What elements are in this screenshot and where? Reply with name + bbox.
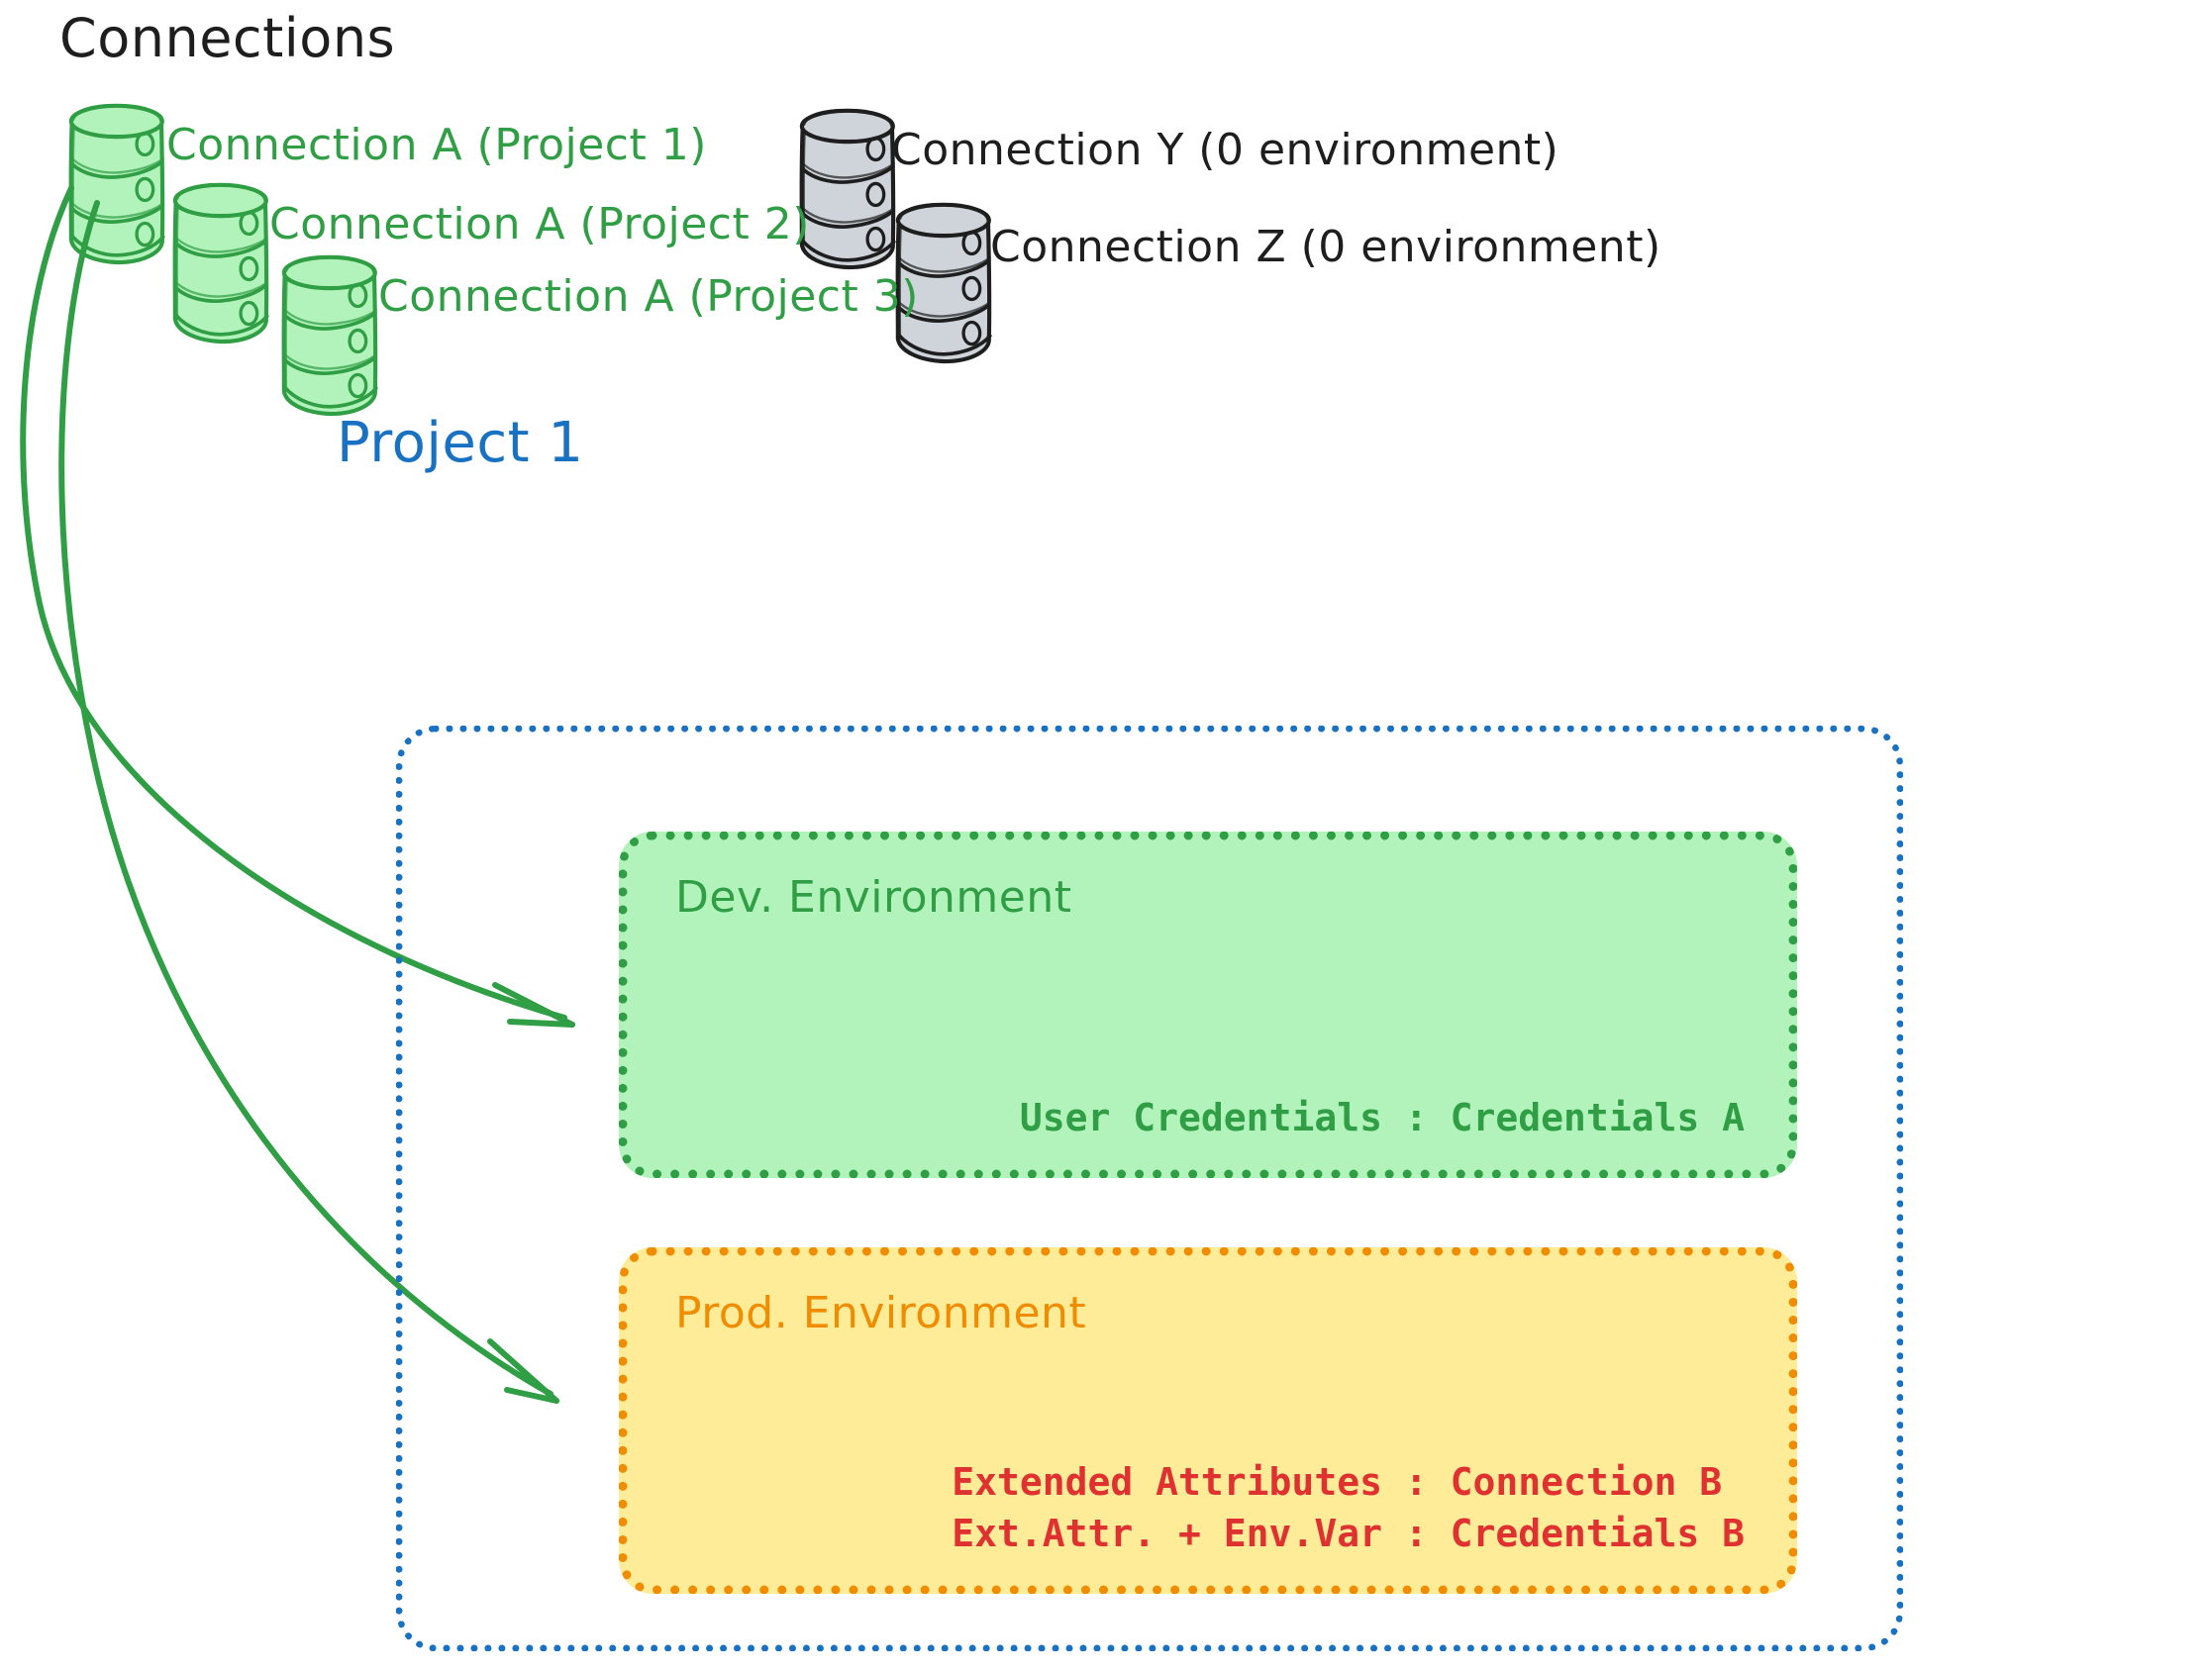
environment-box-prod: Prod. Environment Extended Attributes : …: [619, 1247, 1797, 1594]
environment-box-dev: Dev. Environment User Credentials : Cred…: [619, 832, 1797, 1178]
database-icon-connection-y[interactable]: [801, 110, 894, 268]
database-icon-connection-a-project-1[interactable]: [70, 105, 163, 263]
environment-title-prod: Prod. Environment: [675, 1288, 1087, 1338]
prod-detail-line-1: Extended Attributes : Connection B: [952, 1460, 1723, 1505]
database-icon-connection-a-project-3[interactable]: [283, 256, 376, 415]
environment-details-dev: User Credentials : Credentials A: [1020, 1093, 1745, 1143]
connection-label-a-project-3: Connection A (Project 3): [378, 271, 919, 322]
project-title: Project 1: [337, 411, 584, 475]
page-title: Connections: [59, 7, 396, 69]
environment-details-prod: Extended Attributes : Connection B Ext.A…: [952, 1457, 1745, 1559]
dev-detail-line-1: User Credentials : Credentials A: [1019, 1095, 1745, 1139]
connection-label-z: Connection Z (0 environment): [990, 222, 1661, 272]
connection-label-a-project-1: Connection A (Project 1): [166, 120, 707, 170]
database-icon-connection-a-project-2[interactable]: [174, 184, 267, 343]
connection-label-a-project-2: Connection A (Project 2): [269, 199, 810, 249]
prod-detail-line-2: Ext.Attr. + Env.Var : Credentials B: [952, 1511, 1745, 1555]
environment-title-dev: Dev. Environment: [675, 872, 1072, 923]
connection-label-y: Connection Y (0 environment): [891, 125, 1559, 175]
project-container: Dev. Environment User Credentials : Cred…: [396, 726, 1903, 1651]
